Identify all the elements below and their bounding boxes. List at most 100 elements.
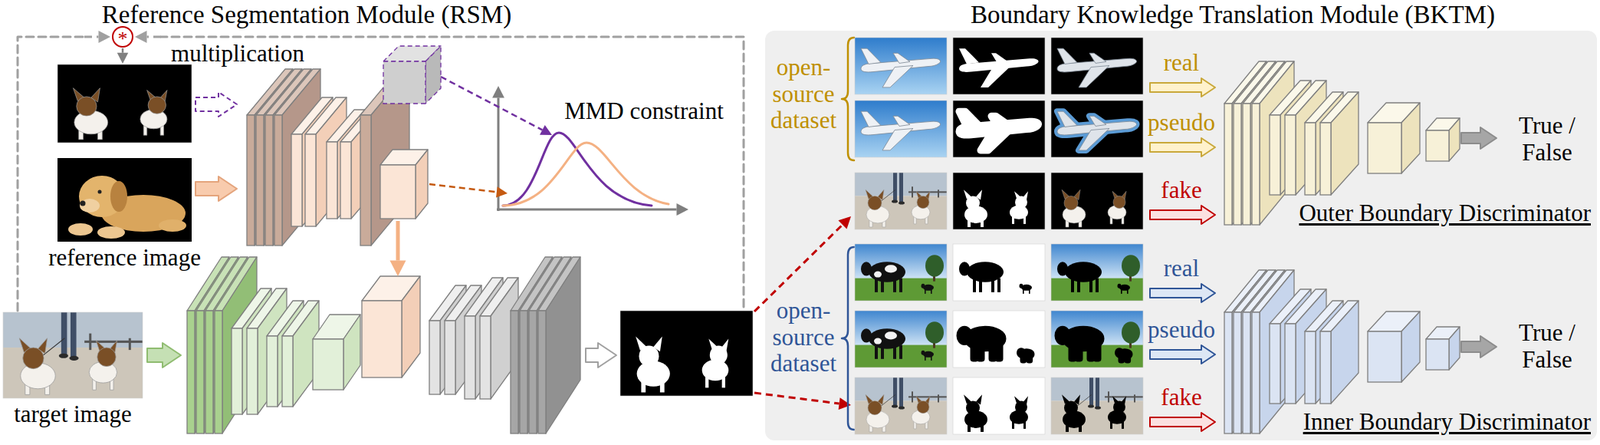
line-path <box>502 142 669 206</box>
feature-cube <box>1425 338 1449 370</box>
block-arrow <box>585 342 617 368</box>
cow <box>1057 261 1068 276</box>
dog <box>867 195 882 210</box>
photo-fence <box>128 338 132 350</box>
photo <box>854 37 947 95</box>
network-layer <box>479 315 491 399</box>
network-layer <box>1304 331 1316 404</box>
network-layer <box>305 134 316 227</box>
photo-frame <box>952 310 1045 368</box>
dog <box>965 400 980 414</box>
network-layer <box>429 320 441 395</box>
dog <box>76 96 97 116</box>
input-type-label: pseudo <box>1147 316 1216 344</box>
network-layer <box>256 114 264 246</box>
photo-ground <box>854 100 947 158</box>
airplane <box>991 52 1009 63</box>
network-layer <box>1330 300 1359 404</box>
airplane <box>1078 65 1110 87</box>
dog <box>965 195 980 210</box>
network-layer <box>1304 122 1316 195</box>
dog <box>916 195 930 208</box>
block-arrow <box>1149 344 1216 364</box>
feature-cube <box>1401 311 1420 382</box>
block-arrow <box>195 91 237 117</box>
photo <box>952 37 1045 95</box>
dog <box>1015 400 1028 413</box>
airplane <box>882 65 914 87</box>
feature-cube <box>1448 118 1460 161</box>
photo <box>854 172 947 230</box>
cow <box>868 328 906 349</box>
feature-cube <box>312 338 344 390</box>
photo-frame <box>952 100 1045 158</box>
arrow-head <box>539 124 552 135</box>
feature-cube <box>1448 326 1460 370</box>
dataset-label: open- source dataset <box>760 297 847 378</box>
airplane <box>860 48 881 64</box>
photo-ground <box>57 157 192 242</box>
photo <box>854 377 947 434</box>
puppy <box>158 219 187 232</box>
network-layer <box>1242 312 1251 434</box>
photo-fence <box>937 189 940 198</box>
photo-frame <box>1051 37 1144 95</box>
photo <box>952 310 1045 368</box>
photo-frame <box>952 172 1045 230</box>
network-layer <box>1251 103 1260 225</box>
photo-person <box>1089 377 1094 405</box>
network-layer <box>1284 323 1296 404</box>
network-layer <box>274 114 283 246</box>
arrow-head <box>492 85 505 99</box>
photo <box>952 243 1045 301</box>
network-layer <box>444 320 456 395</box>
arrow-line <box>396 220 401 261</box>
feature-cube <box>1425 130 1449 161</box>
dog <box>1015 195 1028 208</box>
photo <box>854 100 947 158</box>
multiply-circle: * <box>111 26 134 48</box>
network-layer <box>360 114 372 246</box>
input-type-label: fake <box>1160 384 1202 411</box>
network-layer <box>1251 312 1260 434</box>
puppy <box>80 200 86 207</box>
caption-text: Inner Boundary Discriminator <box>1303 408 1591 436</box>
cow <box>921 350 926 355</box>
dog <box>1113 195 1126 208</box>
loss-label: MMD constraint <box>564 98 724 125</box>
network-layer <box>265 114 273 246</box>
photo-person <box>898 201 905 205</box>
arrow-head <box>390 260 407 277</box>
cow <box>860 261 872 276</box>
photo <box>1051 100 1144 158</box>
block-arrow <box>1149 412 1216 431</box>
feature-cube <box>1367 331 1402 382</box>
network-layer <box>246 328 258 414</box>
module-panel: Boundary Knowledge Translation Module (B… <box>765 30 1597 441</box>
photo-frame <box>1051 377 1144 434</box>
photo-tree <box>1121 254 1141 276</box>
photo-ground <box>952 243 1045 301</box>
photo-frame <box>1051 310 1144 368</box>
photo <box>57 64 192 143</box>
photo-ground <box>620 310 753 396</box>
photo-ground <box>1051 37 1144 95</box>
cow-patch <box>873 270 882 277</box>
cow <box>1019 350 1024 355</box>
photo-fence <box>84 340 143 343</box>
network-layer <box>545 256 581 434</box>
input-type-label: real <box>1163 255 1200 283</box>
photo-person <box>891 199 898 203</box>
photo-ground <box>57 64 192 143</box>
network-layer <box>266 335 278 407</box>
airplane <box>959 48 980 64</box>
arrow-line <box>121 48 125 53</box>
photo-frame <box>1051 243 1144 301</box>
operation-label: multiplication <box>170 40 305 68</box>
network-layer <box>1224 103 1233 225</box>
cow <box>966 261 1004 282</box>
photo-person <box>61 312 68 355</box>
network-layer <box>1242 103 1251 225</box>
block-arrow <box>1149 137 1216 157</box>
photo <box>1051 172 1144 230</box>
